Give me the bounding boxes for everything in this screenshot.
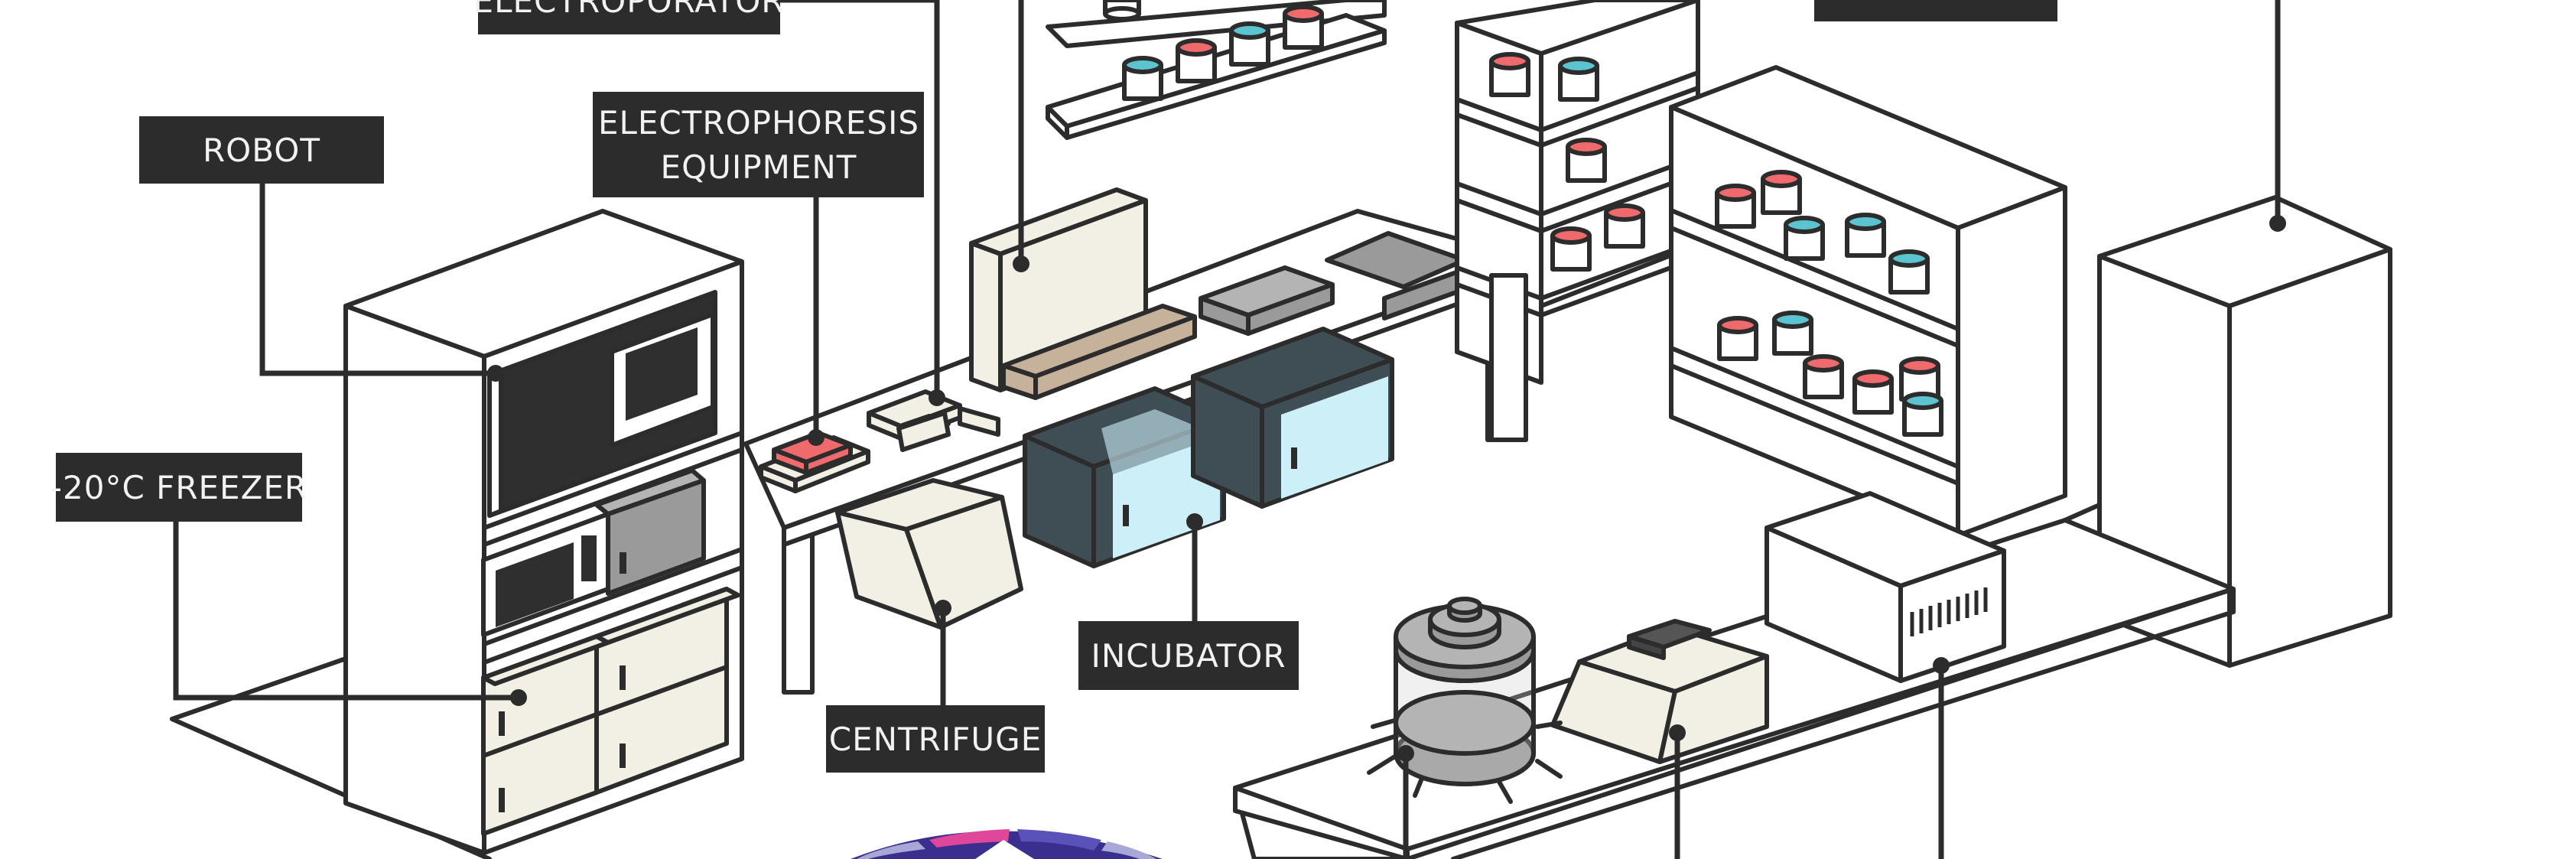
jar: [1888, 249, 1930, 294]
tall-shelf-jars: [1715, 170, 1943, 437]
label-tall-cabinet: [1814, 0, 2057, 21]
label-freezer: -20°C FREEZER: [50, 453, 307, 522]
shelf-unit-tall: [1669, 65, 2067, 538]
leader-tall-cabinet-dot: [2269, 215, 2286, 232]
leader-shaker-dot: [1669, 724, 1686, 741]
label-electrophoresis-text-2: EQUIPMENT: [661, 148, 857, 186]
jar: [1176, 38, 1217, 83]
electrophoresis-equipment: [759, 431, 870, 493]
jar: [1566, 138, 1607, 183]
grey-plate: [1199, 265, 1335, 336]
electroporator-device: [969, 187, 1197, 400]
label-electroporator: ELECTROPORATOR: [473, 0, 785, 34]
label-incubator: INCUBATOR: [1078, 621, 1299, 690]
incubator-right: [1191, 327, 1394, 509]
jar: [1229, 21, 1270, 67]
jar: [1715, 184, 1756, 229]
robot-unit: [487, 290, 717, 518]
leader-robot: [259, 184, 496, 376]
leader-electroporator: [780, 0, 940, 398]
jar: [1122, 56, 1163, 101]
leader-centrifuge-dot: [935, 600, 951, 617]
leader-device-top-dot: [1013, 255, 1029, 272]
leader-freezer: [173, 520, 519, 701]
narrow-shelf-jars: [1489, 52, 1645, 272]
cylinder-device: [1367, 597, 1563, 804]
jar: [1803, 354, 1844, 399]
leader-cylinder-dot: [1397, 745, 1414, 762]
jar: [1717, 316, 1758, 361]
microwave: [481, 468, 706, 637]
centrifuge: [835, 478, 1023, 630]
jar: [1550, 226, 1592, 272]
leader-robot-dot: [487, 365, 504, 382]
label-electrophoresis: ELECTROPHORESIS EQUIPMENT: [593, 92, 924, 197]
label-freezer-text: -20°C FREEZER: [50, 469, 307, 506]
freezer-unit: [481, 587, 740, 836]
jar: [1852, 369, 1894, 415]
leader-electroporator-dot: [929, 389, 945, 406]
label-incubator-text: INCUBATOR: [1091, 637, 1286, 675]
leader-lines: [173, 0, 2286, 859]
label-robot-text: ROBOT: [203, 132, 320, 169]
label-centrifuge-text: CENTRIFUGE: [829, 721, 1042, 758]
jar: [1845, 213, 1886, 258]
jar: [1103, 0, 1141, 21]
label-electroporator-text: ELECTROPORATOR: [473, 0, 785, 20]
jar: [1761, 170, 1802, 215]
jar: [1902, 392, 1943, 437]
jar: [1772, 311, 1813, 356]
jar: [1489, 52, 1530, 97]
jar: [1283, 5, 1324, 50]
leader-power-supply-dot: [1933, 657, 1950, 674]
jar: [1604, 203, 1645, 249]
vent-grille: [1910, 587, 1988, 636]
tall-cabinet: [2097, 195, 2392, 668]
power-supply-box: [1764, 491, 2006, 683]
leader-incubator-dot: [1186, 513, 1203, 530]
leader-electrophoresis-dot: [808, 429, 825, 446]
label-electrophoresis-text-1: ELECTROPHORESIS: [598, 104, 919, 142]
shaker: [1550, 619, 1769, 764]
label-centrifuge: CENTRIFUGE: [826, 705, 1045, 773]
leader-freezer-dot: [510, 689, 527, 706]
logo-badge: [851, 829, 1163, 859]
wall-jars: [1103, 0, 1324, 101]
jar: [1784, 216, 1825, 261]
label-robot: ROBOT: [139, 116, 384, 184]
jar: [1558, 57, 1599, 102]
